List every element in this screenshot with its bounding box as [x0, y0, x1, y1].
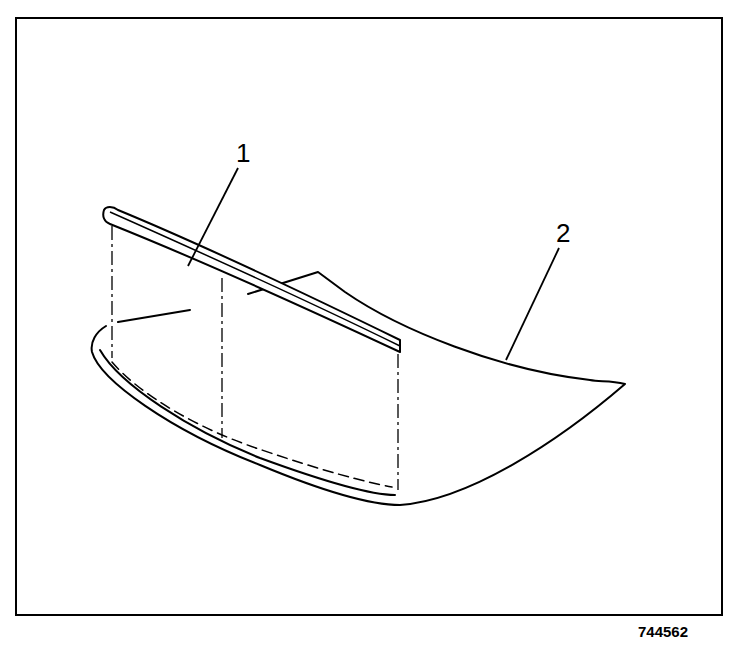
frame — [16, 18, 722, 615]
panel-outline — [92, 272, 625, 505]
leader-lines — [188, 168, 559, 360]
callout-number: 1 — [236, 140, 250, 166]
figure-number: 744562 — [638, 624, 688, 639]
callout-number: 2 — [556, 220, 570, 246]
alignment-lines — [112, 226, 398, 490]
trim-strip — [103, 207, 400, 352]
